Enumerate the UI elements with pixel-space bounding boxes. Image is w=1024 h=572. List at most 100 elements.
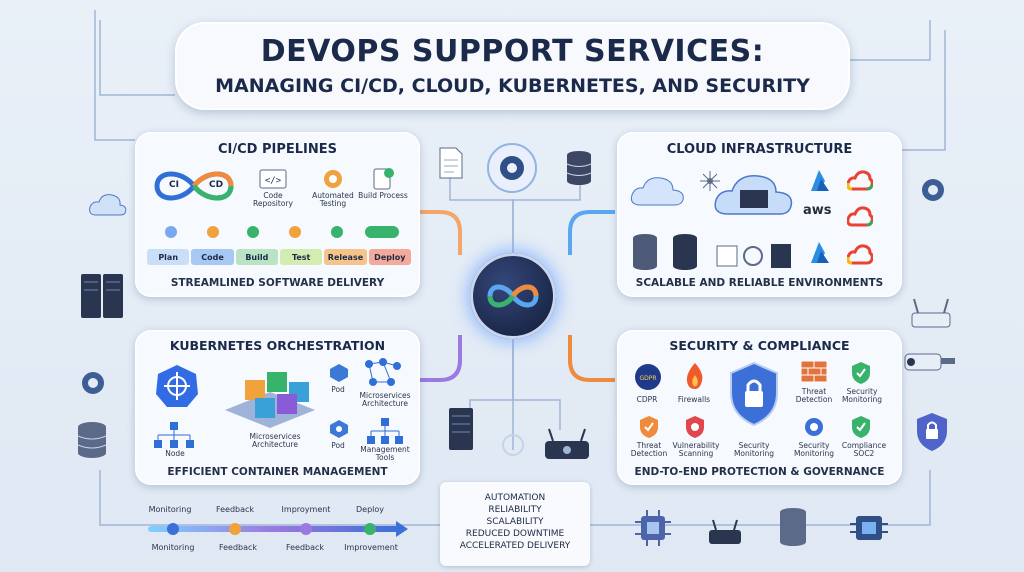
label-monitor-bottom: Security Monitoring: [793, 441, 835, 459]
loop-top-feedback: Feedback: [215, 505, 255, 514]
security-footer: END-TO-END PROTECTION & GOVERNANCE: [634, 466, 885, 478]
firewall-flame-icon: [681, 360, 709, 392]
eye-monitor-icon: [801, 416, 827, 438]
shield-lock-main-icon: [727, 360, 781, 428]
label-node: Node: [165, 449, 185, 458]
gdpr-badge-icon: GDPR: [633, 362, 663, 392]
label-threat-bottom: Threat Detection: [630, 441, 668, 459]
label-vuln: Vulnerability Scanning: [672, 441, 720, 459]
stage-code: Code: [191, 249, 234, 265]
server-rack-icon: [78, 270, 128, 320]
stage-build: Build: [235, 249, 278, 265]
build-icon: [370, 164, 396, 192]
google-cloud-icon: [847, 168, 873, 192]
cicd-check-row: [153, 224, 413, 238]
step-code-repo: Code Repository: [253, 191, 293, 209]
router-icon: [905, 295, 955, 335]
page-title: DEVOPS SUPPORT SERVICES:: [260, 34, 765, 69]
compliance-icon: [849, 414, 873, 440]
label-pod-1: Pod: [331, 385, 345, 394]
network-icon: [697, 168, 723, 194]
benefit-reduced-downtime: REDUCED DOWNTIME: [465, 529, 565, 539]
management-tools-icon: [365, 418, 405, 444]
benefit-reliability: RELIABILITY: [488, 505, 542, 515]
google-cloud-icon-2: [847, 204, 873, 228]
container-stack-icon: [215, 360, 325, 430]
security-monitor-icon: [849, 360, 873, 386]
loop-bottom-feedback-1: Feedback: [218, 543, 258, 552]
page-subtitle: MANAGING CI/CD, CLOUD, KUBERNETES, AND S…: [215, 75, 810, 97]
cloud-title: CLOUD INFRASTRUCTURE: [666, 142, 853, 157]
cloud-footer: SCALABLE AND RELIABLE ENVIRONMENTS: [635, 277, 884, 289]
router-icon-bottom: [540, 425, 594, 465]
label-firewalls: Firewalls: [677, 395, 711, 404]
cicd-title: CI/CD PIPELINES: [218, 142, 337, 157]
database-icon-bottom: [775, 505, 811, 549]
database-icon: [72, 420, 112, 460]
gdpr-badge-text: GDPR: [639, 375, 656, 382]
vulnerability-scan-icon: [683, 414, 707, 440]
infra-tools-icons: [715, 242, 795, 270]
cicd-footer: STREAMLINED SOFTWARE DELIVERY: [170, 277, 385, 289]
infinity-icon: [487, 284, 539, 308]
document-icon: [436, 145, 466, 181]
svg-text:</>: </>: [265, 176, 282, 186]
title-banner: DEVOPS SUPPORT SERVICES: MANAGING CI/CD,…: [175, 22, 850, 110]
label-monitor-center: Security Monitoring: [733, 441, 775, 459]
security-panel: SECURITY & COMPLIANCE GDPR CDPR Firewall…: [617, 330, 902, 485]
pod-icon-2: [328, 418, 350, 440]
azure-icon: [809, 168, 831, 194]
cd-label: CD: [209, 180, 224, 190]
step-build-process: Build Process: [358, 191, 408, 200]
node-tree-icon: [150, 422, 198, 450]
gear-check-icon: [320, 166, 346, 192]
loop-bottom-feedback-2: Feedback: [285, 543, 325, 552]
google-cloud-icon-3: [847, 242, 873, 266]
cloud-upload-icon: [88, 190, 128, 220]
azure-icon-2: [809, 240, 831, 266]
benefits-box: AUTOMATION RELIABILITY SCALABILITY REDUC…: [440, 482, 590, 566]
threat-shield-icon: [637, 414, 661, 440]
aws-logo: aws: [803, 203, 832, 218]
cloud-panel: CLOUD INFRASTRUCTURE aws SCALABLE AND RE…: [617, 132, 902, 297]
label-micro-center: Microservices Architecture: [249, 432, 301, 450]
database-cluster-icon: [629, 232, 709, 272]
cicd-stage-bar: Plan Code Build Test Release Deploy: [147, 249, 411, 267]
cloud-server-icon: [712, 168, 797, 218]
loop-bottom-improvement: Improvement: [344, 543, 398, 552]
cicd-infinity-logo: CI CD: [147, 168, 242, 204]
stage-release: Release: [324, 249, 367, 265]
router-icon-small: [705, 515, 745, 551]
feedback-loop: Monitoring Feedback Improyment Deploy Mo…: [140, 502, 420, 562]
label-pod-2: Pod: [331, 441, 345, 450]
gear-circle-icon: [484, 140, 540, 196]
label-micro-right: Microservices Architecture: [359, 391, 411, 409]
loop-top-monitoring: Monitoring: [148, 505, 192, 514]
loop-top-improyment: Improyment: [281, 505, 331, 514]
stage-plan: Plan: [147, 249, 190, 265]
kubernetes-helm-icon: [153, 362, 201, 410]
brick-wall-icon: [800, 360, 828, 384]
k8s-footer: EFFICIENT CONTAINER MANAGEMENT: [167, 466, 388, 478]
benefit-automation: AUTOMATION: [484, 493, 546, 503]
stage-deploy: Deploy: [368, 249, 411, 265]
processor-icon: [845, 505, 893, 551]
security-camera-icon: [900, 345, 960, 385]
ci-label: CI: [169, 180, 179, 190]
devops-infinity-orb: [470, 253, 556, 339]
label-threat-top: Threat Detection: [795, 387, 833, 405]
database-icon-top: [562, 148, 596, 188]
label-compliance: Compliance SOC2: [841, 441, 887, 459]
shield-lock-icon: [912, 410, 952, 454]
gear-icon: [75, 365, 111, 401]
server-icon-bottom: [445, 405, 477, 453]
security-title: SECURITY & COMPLIANCE: [669, 338, 850, 353]
benefit-scalability: SCALABILITY: [486, 517, 544, 527]
k8s-title: KUBERNETES ORCHESTRATION: [169, 338, 386, 353]
loop-top-deploy: Deploy: [355, 505, 384, 514]
cicd-panel: CI/CD PIPELINES CI CD </> Code Repositor…: [135, 132, 420, 297]
stage-test: Test: [279, 249, 323, 265]
code-icon: </>: [258, 168, 288, 190]
label-mgmt-tools: Management Tools: [360, 445, 410, 463]
